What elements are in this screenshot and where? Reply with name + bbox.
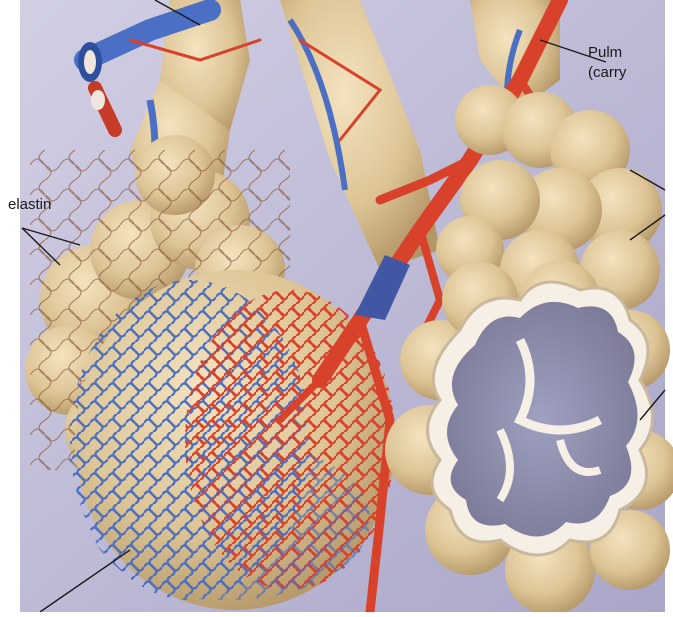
- capillary-network: [70, 270, 395, 610]
- label-pulmonary-line1: Pulm: [588, 44, 622, 62]
- label-pulmonary-line2: (carry: [588, 64, 626, 82]
- label-elastin: elastin: [8, 196, 51, 214]
